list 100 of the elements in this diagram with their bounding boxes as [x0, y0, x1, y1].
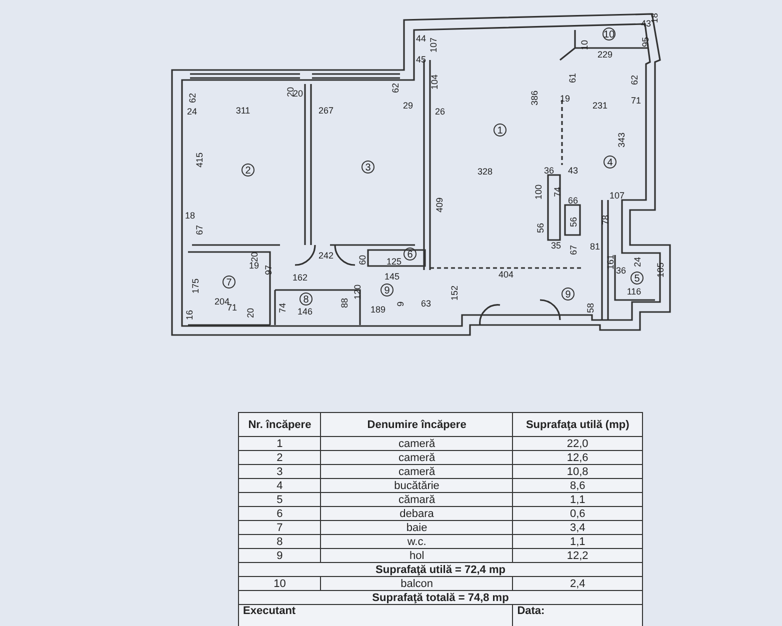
dimension-label: 9 — [396, 302, 406, 306]
dimension-label: 19 — [249, 262, 259, 270]
dimension-label: 24 — [634, 257, 642, 267]
table-cell: cămară — [320, 492, 513, 506]
table-cell: 2 — [238, 450, 321, 464]
dimension-label: 60 — [358, 255, 368, 265]
dimension-label: 116 — [626, 288, 642, 296]
dimension-label: 105 — [656, 262, 666, 278]
table-cell: 5 — [238, 492, 321, 506]
dimension-label: 56 — [570, 217, 578, 227]
table-cell: 9 — [238, 548, 321, 562]
room-number: 3 — [362, 160, 374, 174]
dimension-label: 66 — [568, 196, 578, 206]
dimension-label: 71 — [227, 304, 237, 312]
dimension-label: 63 — [421, 300, 431, 308]
table-cell: bucătărie — [320, 478, 513, 492]
table-cell: balcon — [320, 576, 513, 590]
dimension-label: 242 — [318, 252, 334, 260]
dimension-label: 125 — [386, 258, 402, 266]
dimension-label: 18 — [185, 212, 195, 220]
room-number: 10 — [602, 28, 616, 40]
dimension-label: 29 — [403, 102, 413, 110]
dimension-label: 24 — [187, 108, 197, 116]
dimension-label: 36 — [544, 166, 554, 176]
dimension-label: 415 — [196, 152, 204, 168]
dimension-label: 328 — [477, 168, 493, 176]
dimension-label: 231 — [592, 102, 608, 110]
table-cell: Suprafaţă utilă = 72,4 mp — [238, 562, 642, 576]
room-number: 7 — [222, 276, 236, 288]
dimension-label: 19 — [560, 94, 570, 104]
table-cell: 8 — [238, 534, 321, 548]
dimension-label: 189 — [370, 306, 386, 314]
dimension-label: 81 — [590, 242, 600, 252]
table-cell: 6 — [238, 506, 321, 520]
dimension-label: 44 — [416, 34, 426, 44]
table-cell: 3 — [238, 464, 321, 478]
dimension-label: 10 — [580, 40, 590, 50]
dimension-label: 97 — [264, 265, 274, 275]
dimension-label: 74 — [278, 303, 288, 313]
room-number: 9 — [562, 288, 574, 300]
dimension-label: 67 — [196, 225, 204, 235]
dimension-label: 74 — [554, 187, 562, 197]
room-number: 8 — [300, 292, 312, 306]
dimension-label: 409 — [436, 197, 444, 213]
dimension-label: 62 — [630, 75, 640, 85]
dimension-label: 20 — [293, 90, 303, 98]
dimension-label: 35 — [551, 242, 561, 250]
dimension-label: 56 — [536, 223, 546, 233]
dimension-label: 43 — [641, 20, 651, 28]
room-number: 5 — [630, 272, 644, 284]
dimension-label: 343 — [618, 132, 626, 148]
dimension-label: 20 — [250, 252, 260, 262]
dimension-label: 120 — [354, 284, 362, 300]
dimension-label: 161 — [606, 254, 616, 270]
dimension-label: 18 — [650, 13, 660, 23]
room-number: 9 — [380, 284, 394, 296]
dimension-label: 45 — [416, 56, 426, 64]
table-cell: baie — [320, 520, 513, 534]
room-number: 6 — [404, 248, 416, 260]
table-cell: cameră — [320, 450, 513, 464]
table-cell: 12,2 — [512, 548, 642, 562]
table-cell: Executant — [238, 604, 513, 626]
table-cell: hol — [320, 548, 513, 562]
table-cell: debara — [320, 506, 513, 520]
table-header: Suprafaţa utilă (mp) — [512, 412, 642, 436]
dimension-label: 58 — [586, 303, 596, 313]
dimension-label: 36 — [616, 266, 626, 276]
dimension-label: 175 — [192, 278, 200, 294]
table-cell: 2,4 — [512, 576, 642, 590]
table-header: Denumire încăpere — [320, 412, 513, 436]
dimension-label: 26 — [435, 108, 445, 116]
table-cell: 1 — [238, 436, 321, 450]
dimension-label: 404 — [498, 270, 514, 280]
table-cell: w.c. — [320, 534, 513, 548]
table-cell: Suprafaţă totală = 74,8 mp — [238, 590, 642, 604]
dimension-label: 386 — [530, 90, 540, 106]
table-cell: 10,8 — [512, 464, 642, 478]
table-cell: 0,6 — [512, 506, 642, 520]
dimension-label: 62 — [392, 83, 400, 93]
dimension-label: 16 — [186, 310, 194, 320]
room-number: 1 — [494, 124, 506, 136]
dimension-label: 152 — [450, 285, 460, 301]
dimension-label: 162 — [292, 274, 308, 282]
dimension-label: 204 — [214, 298, 230, 306]
table-cell: 1,1 — [512, 492, 642, 506]
dimension-label: 100 — [534, 184, 544, 200]
table-cell: cameră — [320, 464, 513, 478]
dimension-label: 43 — [568, 166, 578, 176]
dimension-label: 67 — [570, 245, 578, 255]
dimension-label: 78 — [602, 215, 610, 225]
table-cell: 10 — [238, 576, 321, 590]
dimension-label: 104 — [430, 74, 440, 90]
table-cell: 8,6 — [512, 478, 642, 492]
dimension-label: 229 — [597, 50, 613, 60]
dimension-label: 146 — [297, 308, 313, 316]
table-cell: 22,0 — [512, 436, 642, 450]
table-cell: 12,6 — [512, 450, 642, 464]
dimension-label: 61 — [568, 73, 578, 83]
table-cell: 3,4 — [512, 520, 642, 534]
table-cell: cameră — [320, 436, 513, 450]
